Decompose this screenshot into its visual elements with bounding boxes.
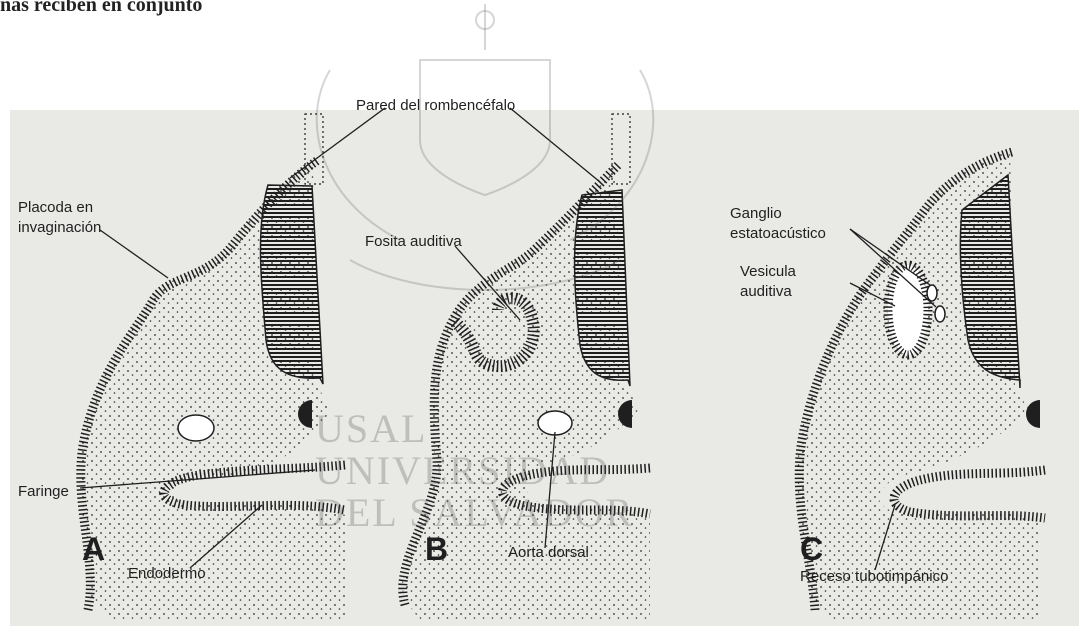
panel-letter-b: B [425, 531, 448, 567]
panel-a-hindbrain-wall [260, 185, 323, 384]
label-pared: Pared del rombencéfalo [356, 97, 515, 114]
panel-a-aorta [178, 415, 214, 441]
label-ganglio-1: Ganglio [730, 205, 782, 222]
label-vesicula-2: auditiva [740, 283, 792, 300]
label-vesicula-1: Vesicula [740, 263, 797, 280]
label-placoda-1: Placoda en [18, 199, 93, 216]
label-ganglio-2: estatoacústico [730, 225, 826, 242]
panel-letter-c: C [800, 531, 823, 567]
panel-letter-a: A [82, 531, 105, 567]
label-aorta: Aorta dorsal [508, 544, 589, 561]
label-placoda-2: invaginación [18, 219, 101, 236]
label-receso: Receso tubotimpánico [800, 568, 948, 585]
panel-b-aorta [538, 411, 572, 435]
panel-c-ganglion-2 [935, 306, 945, 322]
page-top-text: nas reciben en conjunto [0, 0, 202, 17]
panel-c-otic-vesicle [888, 265, 928, 355]
panel-b-hindbrain-wall [575, 190, 630, 386]
figure: Placoda en invaginación Faringe Endoderm… [0, 70, 1079, 626]
label-fosita: Fosita auditiva [365, 233, 462, 250]
label-faringe: Faringe [18, 483, 69, 500]
label-endodermo: Endodermo [128, 565, 206, 582]
panel-c-ganglion-1 [927, 285, 937, 301]
embryology-diagram: Placoda en invaginación Faringe Endoderm… [0, 70, 1079, 626]
